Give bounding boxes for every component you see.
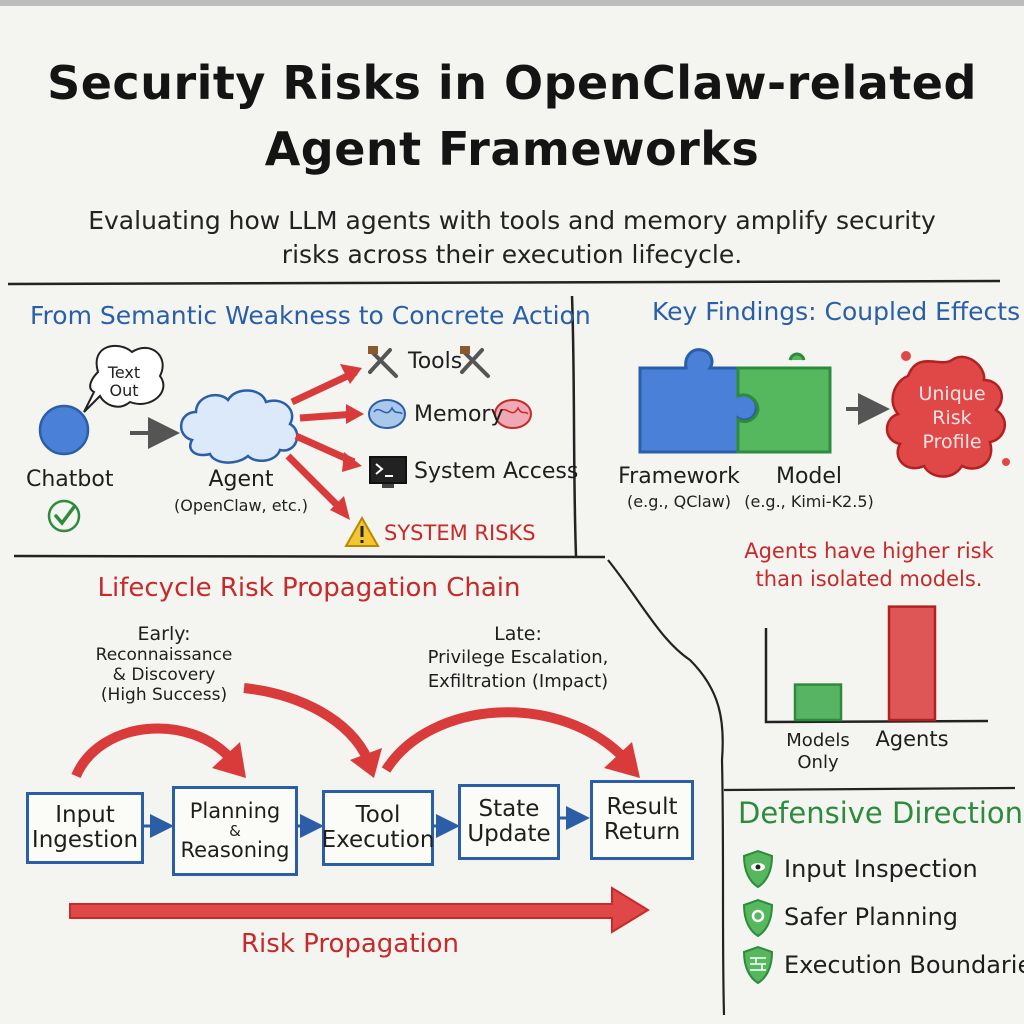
memory-label: Memory [414, 402, 504, 427]
risk-profile-splat [885, 355, 1007, 478]
framework-label: Framework [618, 464, 740, 489]
arc-late [381, 707, 630, 773]
stage-planning-reasoning: Planning&Reasoning [172, 786, 298, 876]
early-line-4: (High Success) [100, 685, 228, 705]
subtitle-line-2: risks across their execution lifecycle. [281, 240, 743, 269]
defense-item-safer-planning: Safer Planning [784, 903, 959, 931]
terminal-icon [369, 456, 407, 488]
system-access-label: System Access [414, 459, 579, 484]
board-frame [0, 0, 1024, 6]
brain-icon [368, 399, 532, 429]
arc-early [71, 723, 236, 779]
arc-early-to-tool [243, 683, 373, 763]
check-icon [54, 505, 76, 526]
late-line-1: Late: [494, 623, 542, 645]
chatbot-label: Chatbot [26, 467, 114, 492]
speech-bubble [83, 344, 165, 413]
risk-profile-line-1: Unique [918, 383, 986, 405]
divider-vertical [570, 295, 578, 557]
chart-axes [764, 628, 989, 724]
bubble-text-1: Text [107, 363, 141, 382]
risk-propagation-label: Risk Propagation [240, 929, 460, 959]
wall-shield-icon [742, 945, 774, 985]
agent-sublabel: (OpenClaw, etc.) [174, 496, 308, 515]
arrow-to-risks [285, 453, 345, 513]
eye-shield-icon [742, 849, 774, 889]
risk-profile-line-3: Profile [922, 431, 982, 453]
divider-right [607, 559, 726, 1016]
tools-label: Tools [408, 349, 463, 374]
model-label: Model [775, 464, 843, 489]
bubble-text-2: Out [109, 381, 139, 400]
divider-defense [723, 786, 1016, 792]
late-line-2: Privilege Escalation, [427, 647, 609, 668]
chatbot-circle [38, 404, 90, 456]
tools-icon [368, 346, 490, 378]
model-example: (e.g., Kimi-K2.5) [744, 492, 874, 511]
gear-shield-icon [742, 898, 774, 938]
semantic-heading: From Semantic Weakness to Concrete Actio… [30, 301, 591, 330]
agent-label: Agent [208, 467, 274, 492]
title-line-2: Agent Frameworks [264, 122, 760, 176]
arrow-to-tools [290, 368, 358, 406]
subtitle-line-1: Evaluating how LLM agents with tools and… [88, 206, 936, 235]
divider-top [7, 279, 1001, 286]
risk-profile-line-2: Risk [932, 407, 972, 429]
early-line-3: & Discovery [112, 665, 216, 685]
chart-title-line-1: Agents have higher risk [744, 539, 994, 563]
early-line-1: Early: [137, 623, 191, 645]
system-risks-label: SYSTEM RISKS [384, 521, 536, 545]
defense-item-input-inspection: Input Inspection [784, 855, 978, 883]
chart-title-line-2: than isolated models. [755, 567, 983, 591]
title-line-1: Security Risks in OpenClaw-related [47, 56, 977, 110]
early-line-2: Reconnaissance [95, 645, 233, 665]
findings-heading: Key Findings: Coupled Effects [652, 297, 1021, 326]
defense-item-execution-boundaries: Execution Boundaries [784, 951, 1024, 979]
defense-heading: Defensive Directions [738, 796, 1024, 830]
agent-cloud [180, 389, 299, 464]
warning-icon [344, 515, 380, 547]
check-circle [47, 499, 81, 533]
model-puzzle [736, 366, 832, 454]
divider-middle [13, 554, 606, 559]
late-line-3: Exfiltration (Impact) [427, 671, 609, 692]
framework-example: (e.g., QClaw) [627, 492, 731, 511]
lifecycle-heading: Lifecycle Risk Propagation Chain [97, 573, 521, 603]
risk-propagation-arrow [69, 886, 650, 934]
